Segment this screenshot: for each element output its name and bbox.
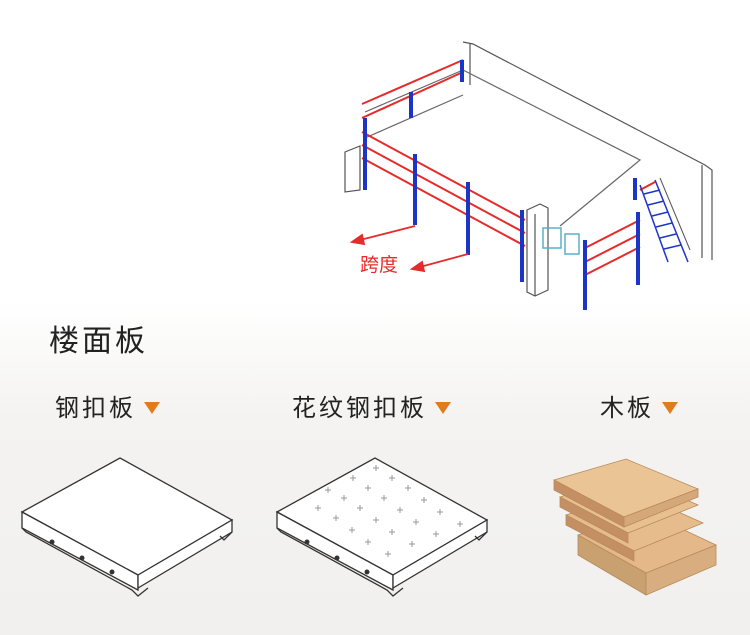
left-box [344, 145, 361, 193]
section-title: 楼面板 [49, 324, 148, 359]
panel-type-steel: 钢扣板 [55, 388, 160, 423]
panel-type-wood: 木板 [600, 388, 678, 423]
panel-type-checkered-label: 花纹钢扣板 [292, 394, 427, 422]
span-arrows [349, 225, 469, 273]
triangle-down-icon [144, 402, 160, 414]
panel-type-wood-label: 木板 [600, 394, 654, 422]
guard-rails [361, 59, 656, 276]
panel-type-checkered: 花纹钢扣板 [292, 388, 451, 423]
stair-rail [659, 177, 691, 251]
stairs [639, 179, 689, 263]
center-pillar [526, 203, 549, 297]
triangle-down-icon [662, 402, 678, 414]
columns [363, 60, 640, 310]
floor-outline [364, 69, 642, 227]
mezzanine-diagram: 跨度 [344, 41, 713, 310]
panel-type-steel-label: 钢扣板 [55, 394, 136, 422]
checker-pattern [315, 465, 463, 557]
triangle-down-icon [435, 402, 451, 414]
checkered-steel-panel-image [275, 457, 489, 597]
gate [542, 227, 580, 255]
back-wall [462, 41, 713, 260]
steel-deck-panel-image [20, 457, 234, 597]
wood-board-image [552, 458, 718, 596]
span-label: 跨度 [360, 254, 398, 276]
